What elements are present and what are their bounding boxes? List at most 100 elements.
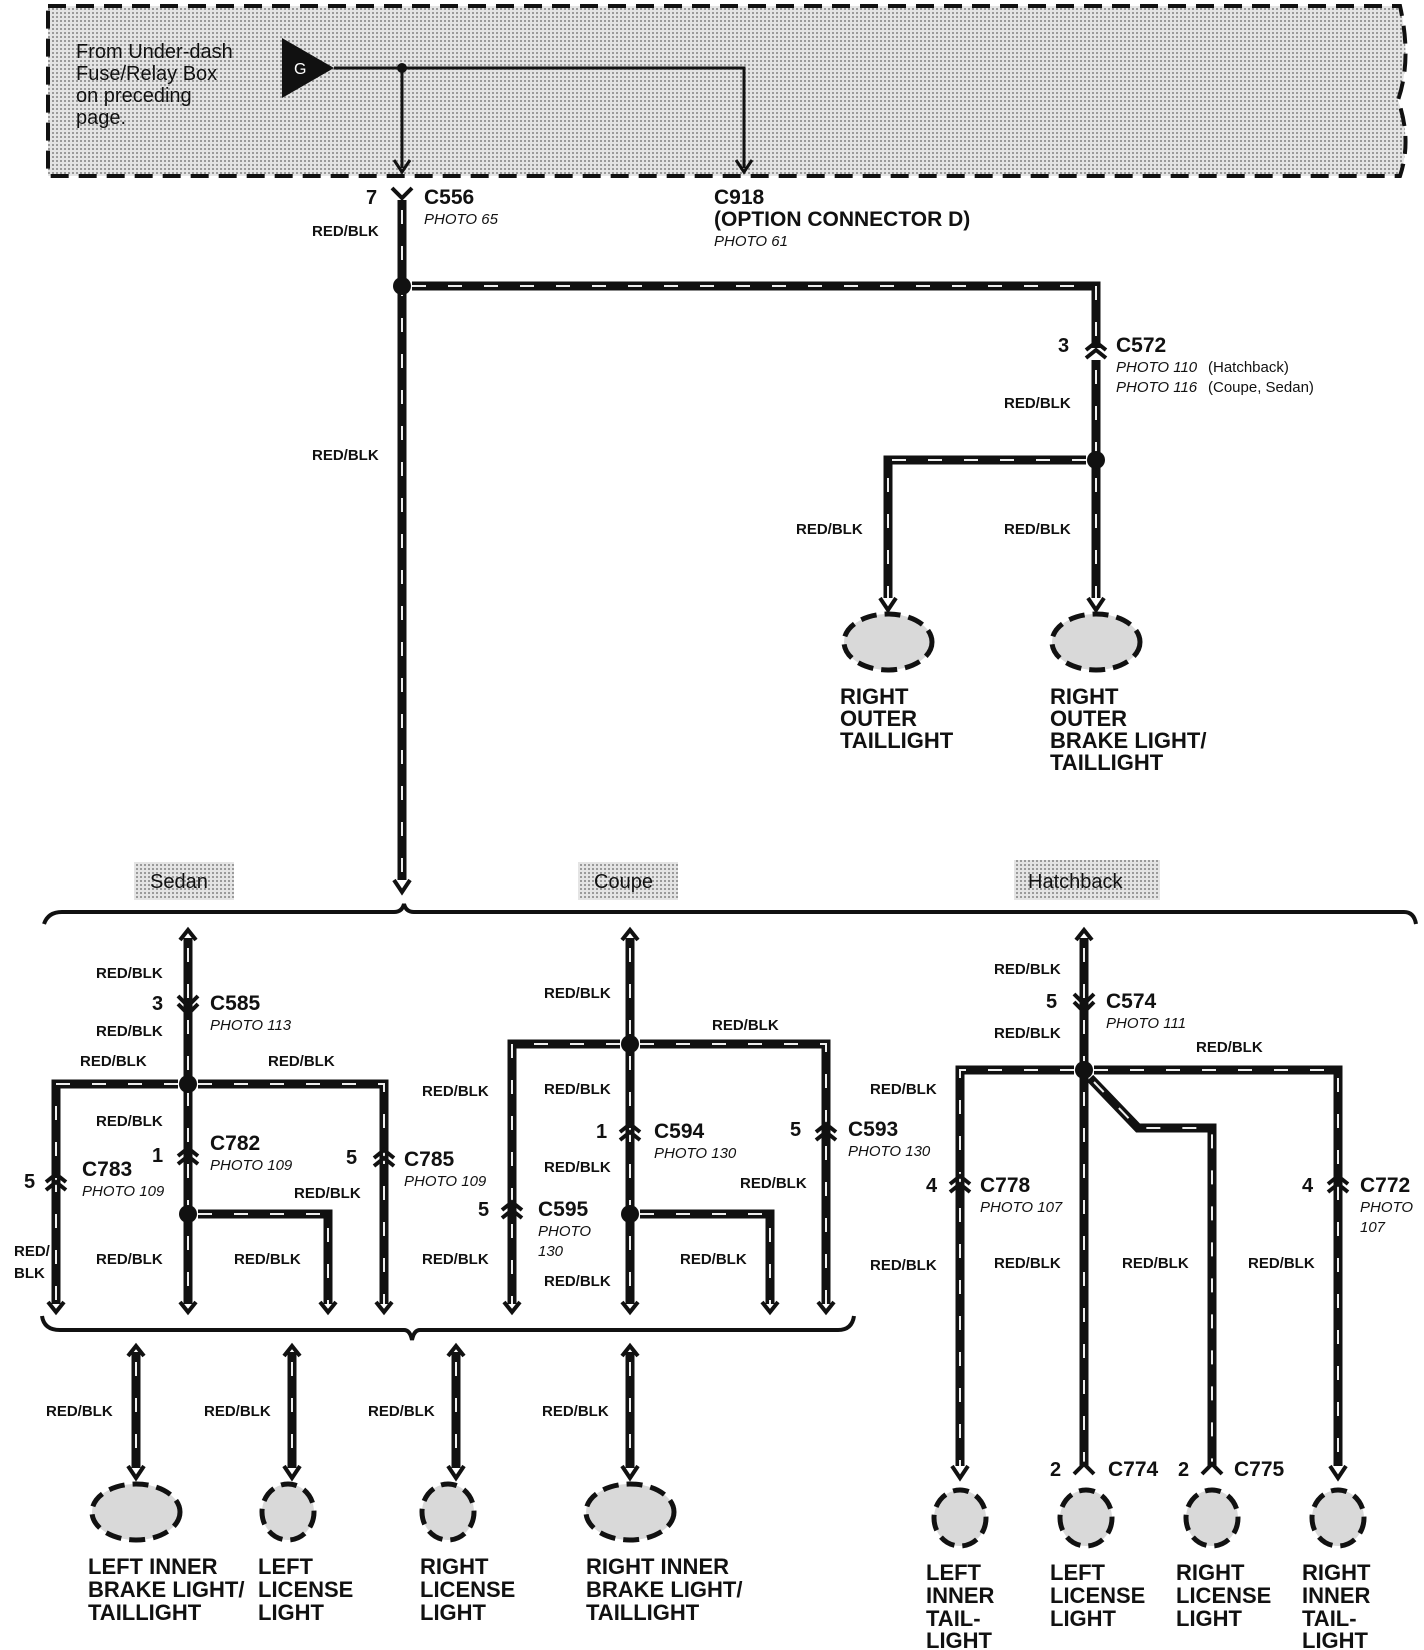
c585-photo: PHOTO 113 xyxy=(210,1017,292,1034)
svg-text:INNER: INNER xyxy=(926,1583,995,1608)
source-line-1: From Under-dash xyxy=(76,41,233,63)
c585-pin: 3 xyxy=(152,993,163,1015)
wire-color-label: RED/BLK xyxy=(422,1083,489,1100)
c775-label: C775 xyxy=(1234,1458,1285,1481)
right-license-label: RIGHT LICENSE LIGHT xyxy=(420,1554,515,1625)
c785-pin: 5 xyxy=(346,1147,357,1169)
feed-wire xyxy=(334,66,746,168)
svg-text:RIGHT INNER: RIGHT INNER xyxy=(586,1554,729,1579)
svg-text:LEFT INNER: LEFT INNER xyxy=(88,1554,218,1579)
wire-color-label: RED/BLK xyxy=(368,1403,435,1420)
wire-color-label: RED/BLK xyxy=(312,447,379,464)
wire-color-label: RED/BLK xyxy=(544,985,611,1002)
c594-photo: PHOTO 130 xyxy=(654,1145,737,1162)
wire-color-label: RED/BLK xyxy=(544,1081,611,1098)
hb-right-inner-tail-bulb-icon xyxy=(1309,1487,1367,1549)
source-line-2: Fuse/Relay Box xyxy=(76,63,217,85)
c593-pin: 5 xyxy=(790,1119,801,1141)
svg-text:Hatchback: Hatchback xyxy=(1028,871,1123,893)
svg-text:LICENSE: LICENSE xyxy=(258,1577,353,1602)
svg-text:LIGHT: LIGHT xyxy=(1050,1606,1117,1631)
fuse-relay-box-source: From Under-dash Fuse/Relay Box on preced… xyxy=(46,4,1408,178)
c593-label: C593 xyxy=(848,1118,898,1141)
svg-text:BRAKE LIGHT/: BRAKE LIGHT/ xyxy=(1050,728,1206,753)
wire-to-c572 xyxy=(412,281,1101,348)
c785-label: C785 xyxy=(404,1148,455,1171)
wire-color-label: RED/BLK xyxy=(1004,395,1071,412)
bulb-socket-icon xyxy=(950,1464,1348,1482)
c595-photo-a: PHOTO xyxy=(538,1223,591,1240)
wire-color-label: RED/BLK xyxy=(80,1053,147,1070)
svg-text:RIGHT: RIGHT xyxy=(1302,1560,1371,1585)
bulb-socket-icon xyxy=(282,1464,302,1482)
c785-photo: PHOTO 109 xyxy=(404,1173,487,1190)
hb-left-inner-tail-bulb-icon xyxy=(931,1487,989,1549)
c918-desc: (OPTION CONNECTOR D) xyxy=(714,208,970,231)
bulb-socket-icon xyxy=(878,596,898,614)
wire-color-label: RED/BLK xyxy=(994,1255,1061,1272)
wire-color-label: RED/BLK xyxy=(96,1251,163,1268)
connector-c556-icon xyxy=(390,186,414,201)
terminal-g-icon xyxy=(282,38,334,98)
svg-text:Sedan: Sedan xyxy=(150,871,208,893)
c593-photo: PHOTO 130 xyxy=(848,1143,931,1160)
svg-text:LEFT: LEFT xyxy=(258,1554,314,1579)
c574-photo: PHOTO 111 xyxy=(1106,1015,1186,1032)
svg-text:TAILLIGHT: TAILLIGHT xyxy=(586,1600,700,1625)
c572-pin: 3 xyxy=(1058,335,1069,357)
c556-photo: PHOTO 65 xyxy=(424,211,499,228)
left-license-label: LEFT LICENSE LIGHT xyxy=(258,1554,353,1625)
svg-text:INNER: INNER xyxy=(1302,1583,1371,1608)
c783-pin: 5 xyxy=(24,1171,35,1193)
wire-color-label: RED/BLK xyxy=(312,223,379,240)
wire-color-label: RED/BLK xyxy=(96,1113,163,1130)
svg-text:LEFT: LEFT xyxy=(1050,1560,1106,1585)
right-outer-brake-bulb-icon xyxy=(1049,611,1143,673)
c574-pin: 5 xyxy=(1046,991,1057,1013)
c572-photo-1: PHOTO 110 xyxy=(1116,359,1198,376)
svg-text:OUTER: OUTER xyxy=(840,706,917,731)
hatch-splice xyxy=(1075,1061,1093,1079)
bulb-socket-icon xyxy=(1086,596,1106,614)
c772-photo-a: PHOTO xyxy=(1360,1199,1413,1216)
source-line-4: page. xyxy=(76,107,126,129)
c572-photo-2: PHOTO 116 xyxy=(1116,379,1198,396)
c918-label: C918 xyxy=(714,186,765,209)
bulb-socket-icon xyxy=(620,1464,640,1482)
sedan-splice-2 xyxy=(179,1205,197,1223)
connector-c775-icon xyxy=(1200,1461,1224,1476)
svg-text:TAILLIGHT: TAILLIGHT xyxy=(840,728,954,753)
right-outer-taillight-label: RIGHT OUTER TAILLIGHT xyxy=(840,684,954,753)
variant-brace-top xyxy=(42,903,1418,925)
connector-c783-icon xyxy=(44,1171,68,1192)
wire-color-label: RED/BLK xyxy=(994,1025,1061,1042)
feed-splice xyxy=(397,63,407,73)
c595-photo-b: 130 xyxy=(538,1243,564,1260)
wire-color-label: RED/BLK xyxy=(294,1185,361,1202)
svg-text:LEFT: LEFT xyxy=(926,1560,982,1585)
terminal-g-label: G xyxy=(294,61,306,78)
connector-c782-icon xyxy=(176,1145,200,1166)
svg-text:BRAKE LIGHT/: BRAKE LIGHT/ xyxy=(88,1577,244,1602)
sedan-splice-1 xyxy=(179,1075,197,1093)
c774-label: C774 xyxy=(1108,1458,1159,1481)
wire-color-label: BLK xyxy=(14,1265,45,1282)
svg-text:BRAKE LIGHT/: BRAKE LIGHT/ xyxy=(586,1577,742,1602)
wire-color-label: RED/BLK xyxy=(796,521,863,538)
wire-color-label: RED/BLK xyxy=(422,1251,489,1268)
svg-text:RIGHT: RIGHT xyxy=(1050,684,1119,709)
wire-end-icon xyxy=(392,878,412,896)
svg-text:LICENSE: LICENSE xyxy=(1176,1583,1271,1608)
source-line-3: on preceding xyxy=(76,85,192,107)
hb-left-license-bulb-icon xyxy=(1057,1487,1115,1549)
wire-color-label: RED/BLK xyxy=(46,1403,113,1420)
hatch-wire-right-license xyxy=(1086,1074,1217,1466)
wire-start-icon xyxy=(178,926,198,942)
arrow-icon xyxy=(392,159,412,175)
wire-color-label: RED/BLK xyxy=(544,1273,611,1290)
splice-top xyxy=(393,277,411,295)
c585-label: C585 xyxy=(210,992,261,1015)
right-inner-brake-label: RIGHT INNER BRAKE LIGHT/ TAILLIGHT xyxy=(586,1554,742,1625)
c572-photo-1-note: (Hatchback) xyxy=(1208,359,1289,376)
svg-text:LIGHT: LIGHT xyxy=(420,1600,487,1625)
